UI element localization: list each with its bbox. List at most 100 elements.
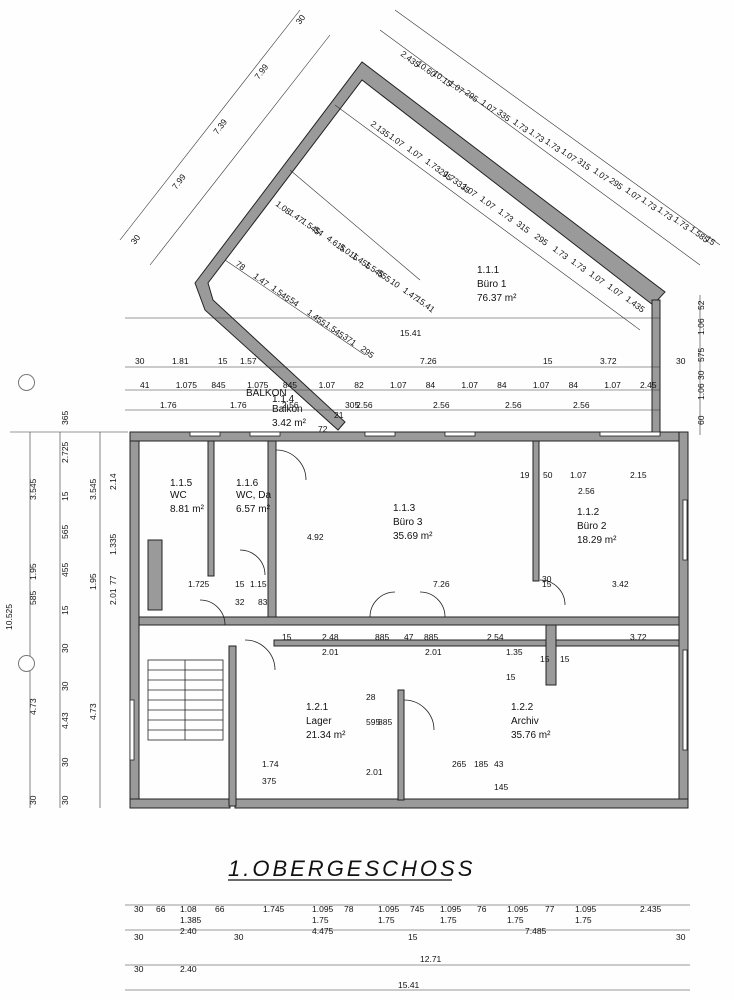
wall-stair-east — [228, 645, 237, 807]
left-col3-dim-label: 2.14 — [108, 473, 118, 490]
top-row2-dim-label: 1.81 — [172, 356, 189, 366]
room-area: 21.34 m² — [306, 730, 346, 741]
balkon-caption: BALKON — [246, 388, 287, 399]
diag-top-dim-label: 1.07 — [447, 78, 466, 96]
diag-top-dim-label: 1.73 — [640, 195, 659, 213]
bottom-row1-dim-label: 745 — [410, 904, 424, 914]
interior-dim-label: 50 — [543, 470, 553, 480]
stairs — [147, 659, 224, 741]
bottom-row1b-dim-label: 1.75 — [312, 915, 329, 925]
top-row3-dim-label: 1.075 — [176, 380, 198, 390]
interior-dim-label: 1.74 — [262, 759, 279, 769]
wall-wc-east — [267, 440, 277, 618]
diag-top-dim-label: 1.07 — [479, 97, 498, 115]
room-balkon: BALKON 1.1.4 Balkon 3.42 m² — [246, 388, 307, 429]
room-name: WC, Da — [236, 490, 271, 501]
diag-inner-dim-label: 1.07 — [478, 194, 497, 212]
interior-dim-label: 19 — [520, 470, 530, 480]
top-row2-dim-label: 15 — [218, 356, 228, 366]
interior-dim-label: 47 — [404, 632, 414, 642]
room-area: 6.57 m² — [236, 504, 271, 515]
bottom-row1b-dim-label: 1.75 — [575, 915, 592, 925]
interior-dim-label: 885 — [378, 717, 392, 727]
top-row2-dim-label: 15 — [543, 356, 553, 366]
top-row4-dim-label: 1.76 — [160, 400, 177, 410]
diag-outer-dim-label: 7.99 — [170, 172, 188, 191]
diag-top-dim-label: 315 — [575, 156, 593, 173]
bottom-row1b-dim-label: 1.75 — [440, 915, 457, 925]
room-number: 1.1.4 — [272, 394, 295, 405]
diag-top-dim-label: 1.07 — [624, 185, 643, 203]
bottom-row1-dim-label: 78 — [344, 904, 354, 914]
bottom-row1-dim-label: 1.095 — [575, 904, 597, 914]
interior-dim-label: 265 — [452, 759, 466, 769]
bottom-row1-dim-label: 1.745 — [263, 904, 285, 914]
diag-top-dim-label: 1.73 — [672, 214, 691, 232]
interior-dim-label: 2.56 — [578, 486, 595, 496]
diag-top-dim-label: 1.73 — [656, 204, 675, 222]
dimension-lines — [10, 9, 721, 991]
diag-inner-dim-label: 295 — [533, 231, 551, 248]
left-col2-dim-label: 565 — [60, 525, 70, 539]
left-col2-dim-label: 30 — [60, 643, 70, 653]
bottom-row2-dim-label: 4.475 — [312, 926, 334, 936]
left-col3-dim-label: 77 — [108, 575, 118, 585]
bottom-row1-dim-label: 66 — [156, 904, 166, 914]
interior-dim-label: 2.01 — [366, 767, 383, 777]
wall-buero2-west — [532, 440, 540, 582]
bottom-row3-dim-label: 12.71 — [420, 954, 442, 964]
walls — [129, 61, 689, 809]
interior-dim-label: 3.72 — [630, 632, 647, 642]
interior-dim-label: 43 — [494, 759, 504, 769]
bottom-row2-dim-label: 30 — [676, 932, 686, 942]
left-col1-dim-label: 10.525 — [4, 604, 14, 630]
top-row2-dim-label: 30 — [676, 356, 686, 366]
top-row2-dim-label: 3.72 — [600, 356, 617, 366]
interior-dim-label: 15 — [560, 654, 570, 664]
interior-dim-label: 885 — [375, 632, 389, 642]
diag-mid-dim-label: 15.41 — [414, 294, 437, 315]
top-row2-dim-label: 30 — [135, 356, 145, 366]
interior-dim-label: 30 — [542, 574, 552, 584]
room-name: Balkon — [272, 404, 303, 415]
room-number: 1.1.3 — [393, 503, 416, 514]
wall-wing-east — [651, 299, 661, 436]
interior-dim-label: 2.15 — [630, 470, 647, 480]
interior-dim-label: 3.42 — [612, 579, 629, 589]
top-row3-dim-label: 1.075 — [247, 380, 269, 390]
interior-dim-label: 15 — [542, 579, 552, 589]
interior-dim-label: 32 — [235, 597, 245, 607]
bottom-row1b-dim-label: 1.75 — [507, 915, 524, 925]
bottom-row1-dim-label: 1.095 — [378, 904, 400, 914]
top-row4-dim-label: 1.76 — [230, 400, 247, 410]
right-col-dim-label: 52 — [696, 300, 706, 310]
diag-top-dim-label: 1.73 — [511, 117, 530, 135]
floor-title: 1.OBERGESCHOSS — [228, 856, 475, 881]
left-col3-dim-label: 4.73 — [88, 703, 98, 720]
left-col2-dim-label: 365 — [60, 411, 70, 425]
interior-dim-label: 305 — [345, 400, 359, 410]
doors — [199, 449, 566, 731]
top-row4-dim-label: 2.56 — [356, 400, 373, 410]
diag-left-dim-label: 78 — [234, 259, 248, 273]
bottom-row1b-dim-label: 1.75 — [378, 915, 395, 925]
wall-corridor-north — [138, 616, 680, 626]
room-name: Büro 1 — [477, 279, 507, 290]
bottom-row2-dim-label: 2.40 — [180, 926, 197, 936]
punch-hole-top — [18, 374, 35, 391]
top-row3-dim-label: 2.45 — [640, 380, 657, 390]
interior-dim-label: 15 — [282, 632, 292, 642]
left-col2-dim-label: 30 — [60, 795, 70, 805]
room-name: Lager — [306, 716, 332, 727]
bottom-row1-dim-label: 66 — [215, 904, 225, 914]
bottom-row1b-dim-label: 1.385 — [180, 915, 202, 925]
room-number: 1.1.6 — [236, 478, 259, 489]
bottom-row2-dim-label: 30 — [234, 932, 244, 942]
interior-dim-label: 185 — [474, 759, 488, 769]
top-row3-dim-label: 1.07 — [604, 380, 621, 390]
diag-outer-dim-label: 30 — [294, 12, 308, 26]
room-number: 1.1.1 — [477, 265, 500, 276]
right-col-dim-label: 575 — [696, 348, 706, 362]
left-col1-dim-label: 3.545 — [28, 478, 38, 500]
